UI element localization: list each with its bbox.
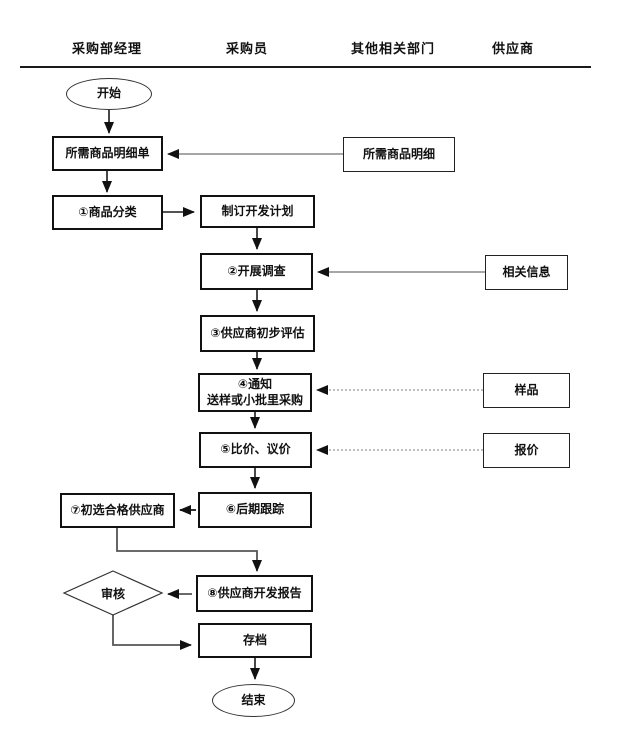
node-required-goods-list: 所需商品明细单	[52, 136, 163, 171]
node-step1-classify: ①商品分类	[52, 195, 163, 230]
node-sample: 样品	[483, 373, 570, 408]
node-dev-plan: 制订开发计划	[200, 195, 315, 228]
lane-header-purchaser: 采购员	[225, 42, 269, 57]
node-step8-dev-report: ⑧供应商开发报告	[196, 575, 313, 612]
node-step5-compare-price: ⑤比价、议价	[199, 432, 312, 468]
node-step3-initial-eval: ③供应商初步评估	[200, 315, 315, 352]
node-step6-follow-up: ⑥后期跟踪	[198, 492, 312, 528]
node-archive: 存档	[198, 623, 312, 658]
lane-header-purchasing-manager: 采购部经理	[71, 42, 143, 57]
node-step2-survey: ②开展调查	[200, 253, 313, 290]
review-diamond-shape	[62, 570, 164, 616]
node-quote: 报价	[483, 433, 570, 468]
lane-header-supplier: 供应商	[491, 42, 535, 57]
node-start: 开始	[66, 78, 152, 110]
node-related-info: 相关信息	[485, 255, 568, 290]
node-step7-preselect: ⑦初选合格供应商	[60, 493, 175, 528]
node-step4-notify: ④通知 送样或小批里采购	[198, 373, 312, 412]
header-divider-line	[20, 66, 591, 68]
node-review-label: 审核	[100, 586, 125, 601]
node-required-goods-detail: 所需商品明细	[343, 137, 455, 172]
lane-header-other-departments: 其他相关部门	[350, 42, 436, 57]
node-end: 结束	[212, 684, 295, 717]
